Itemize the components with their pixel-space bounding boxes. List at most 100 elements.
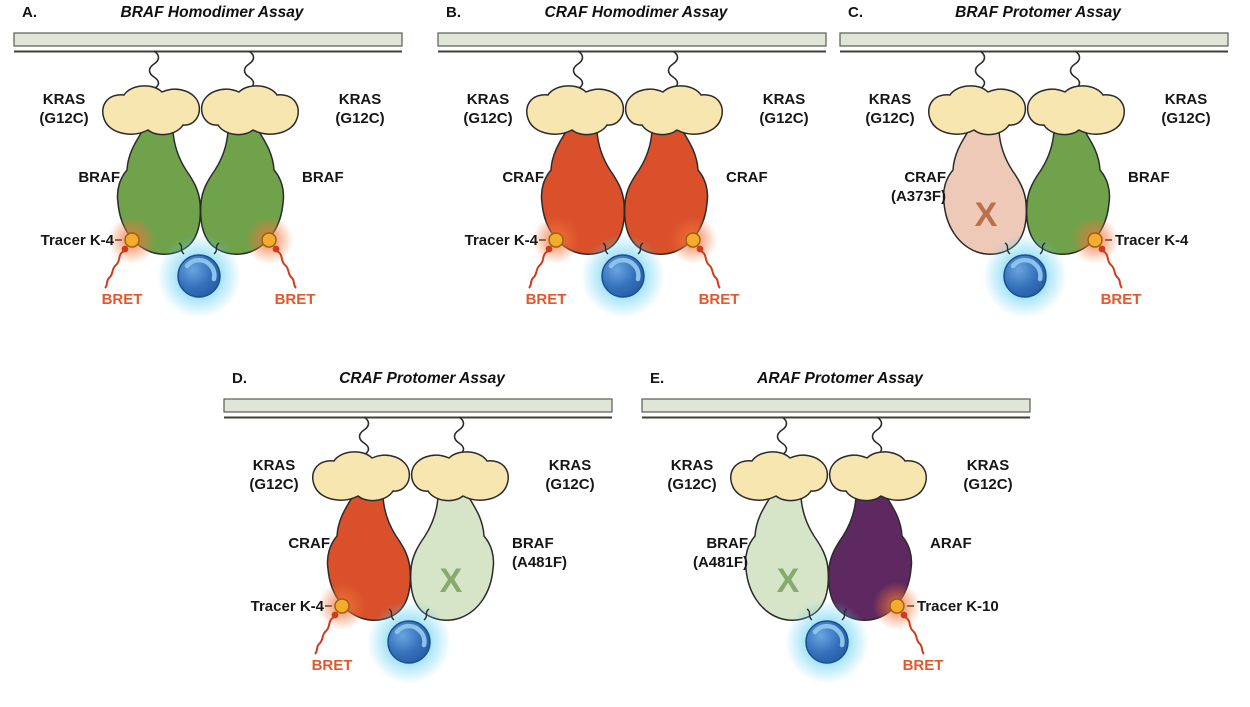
kras-left-mutation: (G12C) [463,110,513,127]
right-protein-name: CRAF [726,169,768,186]
kras-right-shape [828,451,928,502]
panel-title: CRAF Homodimer Assay [544,4,728,21]
tracer-dot-left [528,215,581,289]
plasma-membrane [437,32,827,47]
nanoluc-luciferase-sphere [983,234,1067,318]
kras-right-mutation: (G12C) [545,476,595,493]
tracer-dot-right [668,215,721,289]
membrane-anchor-squiggle-right [667,50,679,90]
kras-right-mutation: (G12C) [963,476,1013,493]
membrane-anchor-squiggle-right [871,416,883,456]
right-protein-label: BRAF [302,168,422,187]
kras-left-name: KRAS [252,457,296,474]
left-protein-name: CRAF [904,169,946,186]
plasma-membrane [13,32,403,47]
kras-left-name: KRAS [466,91,510,108]
kras-left-label: KRAS (G12C) [834,90,946,128]
tracer-dot-left [104,215,157,289]
right-protein-label: BRAF [1128,168,1248,187]
kras-left-label: KRAS (G12C) [8,90,120,128]
assay-scene: X [839,32,1229,340]
right-protein-name: BRAF [1128,169,1170,186]
panel-letter: E. [650,370,665,387]
right-protein-name: BRAF [512,535,554,552]
nanoluc-luciferase-sphere [157,234,241,318]
assay-scene: X [641,398,1031,706]
left-protein-label: CRAF [426,168,544,187]
kras-left-mutation: (G12C) [865,110,915,127]
left-protein-name: CRAF [288,535,330,552]
membrane-anchor-squiggle-right [1069,50,1081,90]
tracer-label: Tracer K-10 [917,598,999,615]
kras-right-shape [410,451,510,502]
left-protein-label: CRAF [212,534,330,553]
membrane-anchor-squiggle-right [453,416,465,456]
assay-scene: X [223,398,613,706]
panel-a-braf-homodimer: A. BRAF Homodimer Assay KRAS (G12C) KRAS… [2,0,422,340]
membrane-anchor-squiggle-left [572,50,584,90]
tracer-dot-right [872,581,925,655]
left-protein-mutation: (A481F) [692,554,748,571]
right-protein-mutation: (A481F) [512,554,568,571]
panel-letter: C. [848,4,863,21]
kras-left-mutation: (G12C) [39,110,89,127]
kras-right-label: KRAS (G12C) [728,90,840,128]
kras-right-shape [200,85,300,136]
kras-right-label: KRAS (G12C) [1130,90,1242,128]
kras-right-name: KRAS [548,457,592,474]
inhibited-x-mark: X [777,562,800,600]
tracer-label: Tracer K-4 [250,598,324,615]
kras-right-mutation: (G12C) [335,110,385,127]
kras-left-label: KRAS (G12C) [432,90,544,128]
membrane-anchor-squiggle-left [974,50,986,90]
kras-right-label: KRAS (G12C) [304,90,416,128]
kras-right-name: KRAS [762,91,806,108]
assay-scene [437,32,827,340]
panel-e-araf-protomer: E. ARAF Protomer Assay X KRAS (G12C) KRA… [630,366,1050,706]
kras-left-name: KRAS [42,91,86,108]
left-protein-name: CRAF [502,169,544,186]
right-protein-label: CRAF [726,168,846,187]
kras-right-mutation: (G12C) [1161,110,1211,127]
tracer-dot-left [314,581,367,655]
panel-title: CRAF Protomer Assay [339,370,505,387]
kras-left-name: KRAS [868,91,912,108]
panel-title: ARAF Protomer Assay [757,370,923,387]
plasma-membrane [223,398,613,413]
bret-label-right: BRET [1100,291,1142,308]
membrane-anchor-squiggle-left [776,416,788,456]
kras-left-mutation: (G12C) [667,476,717,493]
membrane-anchor-squiggle-right [243,50,255,90]
tracer-dot-right [244,215,297,289]
panel-title: BRAF Homodimer Assay [120,4,304,21]
kras-left-label: KRAS (G12C) [636,456,748,494]
tracer-label: Tracer K-4 [40,232,114,249]
right-protein-label: BRAF (A481F) [512,534,632,572]
bret-label-left: BRET [525,291,567,308]
tracer-label: Tracer K-4 [1115,232,1189,249]
panel-c-braf-protomer: C. BRAF Protomer Assay X KRAS (G12C) KRA… [828,0,1248,340]
left-raf-shape [942,124,1028,255]
left-raf-shape [744,490,830,621]
nanoluc-luciferase-sphere [581,234,665,318]
left-protein-name: BRAF [78,169,120,186]
bret-label-right: BRET [274,291,316,308]
inhibited-x-mark: X [975,196,998,234]
bret-label-left: BRET [101,291,143,308]
nanoluc-luciferase-sphere [367,600,451,684]
kras-right-label: KRAS (G12C) [514,456,626,494]
bret-label-left: BRET [311,657,353,674]
kras-right-name: KRAS [1164,91,1208,108]
assay-scene [13,32,403,340]
panel-letter: D. [232,370,247,387]
left-protein-label: BRAF (A481F) [630,534,748,572]
left-protein-label: CRAF (A373F) [828,168,946,206]
kras-right-shape [624,85,724,136]
left-protein-name: BRAF [706,535,748,552]
kras-left-label: KRAS (G12C) [218,456,330,494]
inhibited-x-mark: X [440,562,463,600]
tracer-dot-right [1070,215,1123,289]
panel-letter: A. [22,4,37,21]
kras-right-name: KRAS [966,457,1010,474]
